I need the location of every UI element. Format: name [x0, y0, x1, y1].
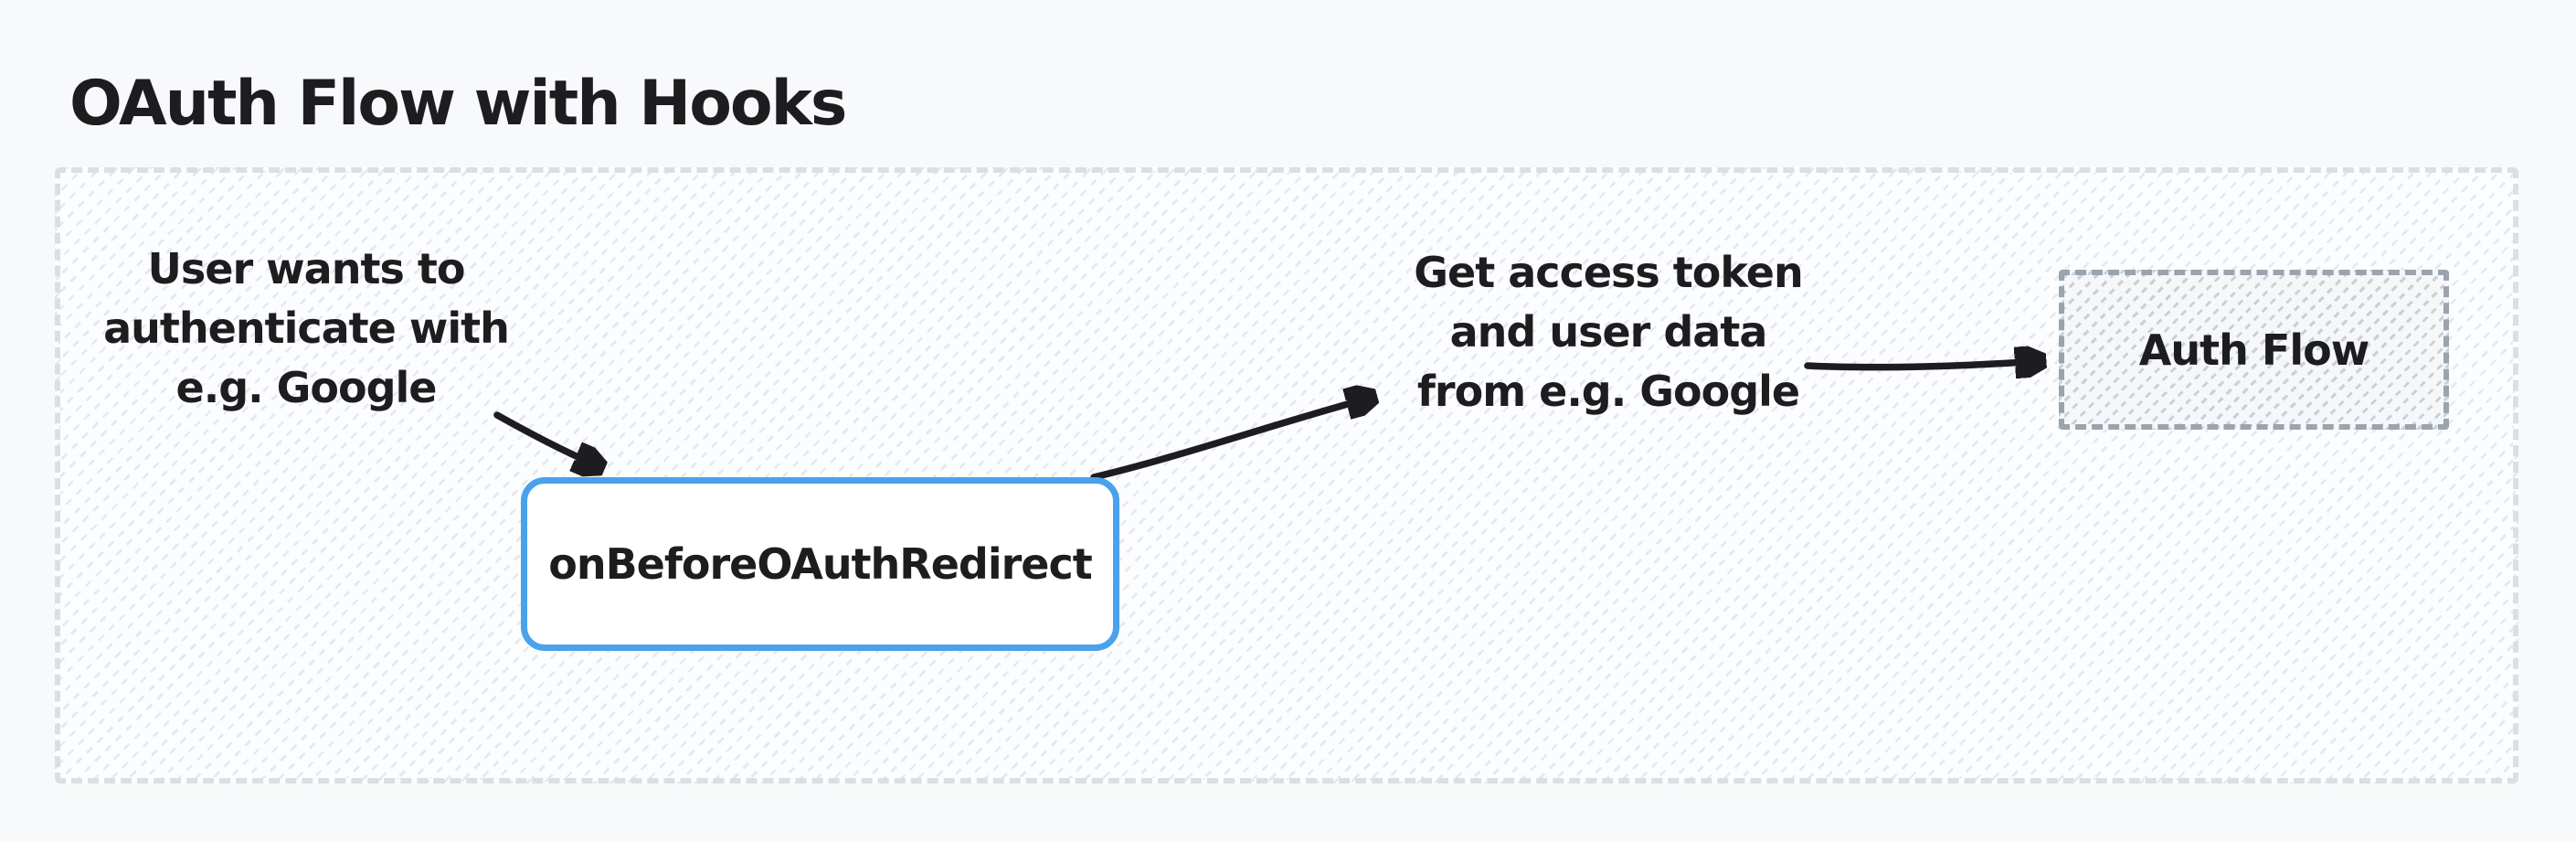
node-label: onBeforeOAuthRedirect [548, 539, 1093, 589]
text-line: authenticate with [103, 304, 510, 353]
text-line: Get access token [1414, 248, 1803, 297]
text-line: from e.g. Google [1416, 367, 1800, 416]
text-user-authenticate[interactable]: User wants to authenticate with e.g. Goo… [69, 240, 544, 418]
arrow-token-to-auth[interactable] [1804, 361, 2040, 368]
node-label: Auth Flow [2138, 325, 2369, 375]
diagram-title[interactable]: OAuth Flow with Hooks [69, 68, 847, 140]
text-line: e.g. Google [175, 363, 438, 412]
node-auth-flow[interactable]: Auth Flow [2059, 270, 2449, 430]
node-onbeforeoauthredirect[interactable]: onBeforeOAuthRedirect [521, 477, 1119, 651]
arrow-user-to-hook[interactable] [493, 411, 599, 466]
text-line: and user data [1449, 307, 1768, 357]
arrow-hook-to-token[interactable] [1090, 398, 1371, 481]
text-get-access-token[interactable]: Get access token and user data from e.g.… [1371, 243, 1846, 421]
text-line: User wants to [147, 244, 466, 293]
